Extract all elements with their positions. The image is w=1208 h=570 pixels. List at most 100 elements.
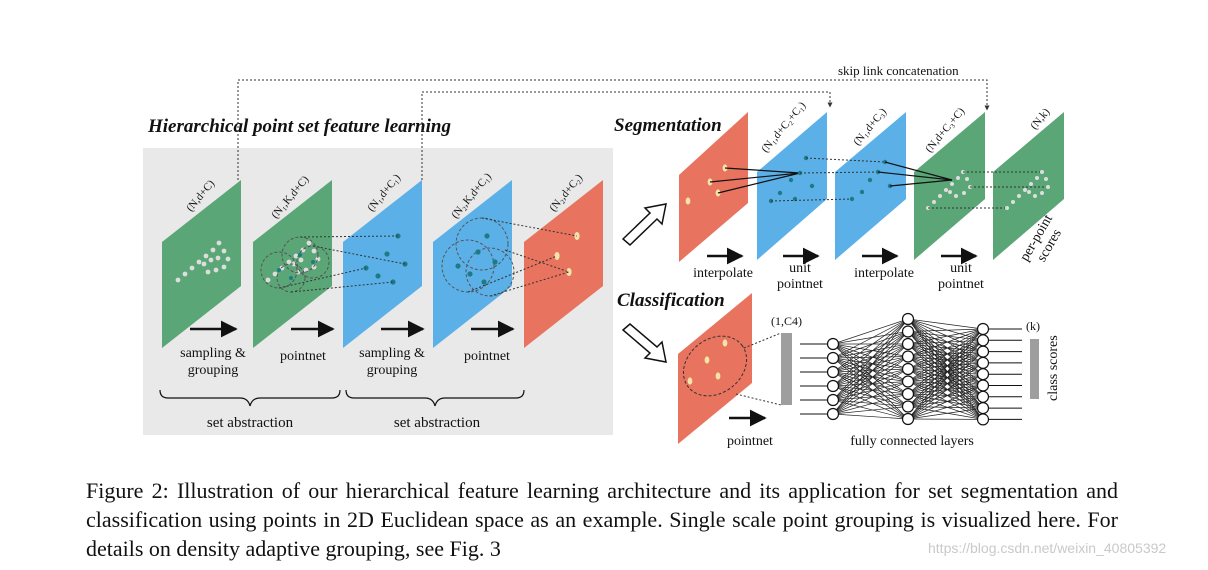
fc-neuron xyxy=(901,350,915,363)
fc-connection xyxy=(907,343,984,386)
plane-features-2 xyxy=(524,180,603,348)
fc-connection xyxy=(907,328,984,420)
cls-input-points xyxy=(687,339,728,385)
fc-connection xyxy=(907,356,984,364)
set-abstraction-brace-2 xyxy=(345,389,525,407)
fc-connection xyxy=(907,373,984,407)
fc-connection xyxy=(907,328,984,407)
fc-connection xyxy=(907,328,984,345)
fc-connection xyxy=(907,351,984,357)
fc-connection xyxy=(907,339,984,370)
fc-connection xyxy=(832,368,909,401)
fc-neuron xyxy=(976,322,990,336)
fc-connection xyxy=(832,385,909,420)
op-label-pointnet-1: pointnet xyxy=(280,349,326,364)
fc-connection xyxy=(907,351,984,382)
input-point-set xyxy=(175,240,231,283)
cls-global-feature-bar xyxy=(781,333,792,405)
fc-connection xyxy=(907,396,984,420)
fc-connection xyxy=(907,385,984,420)
fc-connection xyxy=(907,381,984,398)
fc-connection xyxy=(907,343,984,352)
fc-connection xyxy=(907,339,984,382)
classification-title: Classification xyxy=(617,290,725,311)
grouping-projection-lines xyxy=(278,217,578,297)
fc-connection xyxy=(832,331,909,359)
fc-connection xyxy=(907,356,984,386)
fc-connection xyxy=(832,393,909,415)
seg-interp-lines-2 xyxy=(877,161,953,187)
fc-connection xyxy=(907,393,984,409)
fc-neuron xyxy=(976,356,990,369)
fc-connection xyxy=(832,356,909,373)
fc-connection xyxy=(907,331,984,352)
fc-neuron xyxy=(826,379,840,393)
fc-connection xyxy=(832,343,909,359)
fc-connection xyxy=(907,362,984,420)
fc-connection xyxy=(907,331,984,364)
fc-connection xyxy=(907,396,984,407)
fc-connection xyxy=(907,406,984,409)
fc-neuron xyxy=(826,365,840,379)
fc-connection xyxy=(907,340,984,407)
fc-connection xyxy=(832,357,909,420)
fc-connection xyxy=(907,318,984,352)
skip-links xyxy=(237,79,990,180)
seg-dotted-links-2 xyxy=(928,171,1048,209)
fc-connection xyxy=(832,331,909,415)
fc-connection xyxy=(832,318,909,415)
fc-neuron xyxy=(826,407,840,421)
op-label-pointnet-2: pointnet xyxy=(464,349,510,364)
fc-neuron xyxy=(901,362,915,376)
fc-neuron xyxy=(901,387,915,401)
fc-connection xyxy=(907,351,984,420)
fc-connection xyxy=(907,373,984,420)
fc-connection xyxy=(832,381,909,415)
fc-neuron xyxy=(976,379,990,392)
fc-neuron xyxy=(976,334,990,347)
fc-connection xyxy=(907,328,984,332)
to-segmentation-arrow xyxy=(621,203,667,247)
fc-connection xyxy=(832,331,909,387)
fc-connection xyxy=(832,371,909,407)
fc-connection xyxy=(907,356,984,409)
fc-connection xyxy=(832,368,909,387)
fc-neuron xyxy=(976,413,990,426)
fc-connection xyxy=(832,356,909,401)
seg-plane-input xyxy=(679,112,748,262)
fc-connection xyxy=(832,381,909,401)
fc-neuron xyxy=(901,375,915,388)
fc-connection xyxy=(907,339,984,345)
fc-connection xyxy=(832,318,909,345)
skip-link-label: skip link concatenation xyxy=(838,63,959,78)
fc-connection xyxy=(832,406,909,415)
fc-neuron xyxy=(976,368,990,381)
fc-connection xyxy=(907,362,984,407)
fc-connection xyxy=(907,339,984,357)
cls-output-bar xyxy=(1030,339,1039,399)
fc-connection xyxy=(832,343,909,401)
fc-connection xyxy=(907,331,984,386)
fc-connection xyxy=(907,340,984,395)
fc-connection xyxy=(832,343,909,415)
fc-connection xyxy=(907,328,984,370)
fc-connection xyxy=(907,318,984,330)
fc-connection xyxy=(832,343,909,382)
op-label-sampling-1: sampling &grouping xyxy=(180,346,246,378)
seg-plane-unit-1 xyxy=(835,112,906,260)
fc-connection xyxy=(832,343,909,373)
fc-connection xyxy=(907,331,984,341)
fc-connection xyxy=(907,356,984,420)
fc-connection xyxy=(832,343,909,407)
seg-plane-interp-1 xyxy=(757,112,827,260)
segmentation-title: Segmentation xyxy=(614,115,722,136)
fc-connection xyxy=(907,318,984,420)
fc-connection xyxy=(907,351,984,407)
seg-op-interpolate-2: interpolate xyxy=(854,266,914,281)
fc-neuron xyxy=(901,412,915,426)
fc-connection xyxy=(832,318,909,373)
plane-features-1 xyxy=(343,180,422,348)
fc-connection xyxy=(907,343,984,364)
watermark: https://blog.csdn.net/weixin_40805392 xyxy=(928,540,1167,556)
